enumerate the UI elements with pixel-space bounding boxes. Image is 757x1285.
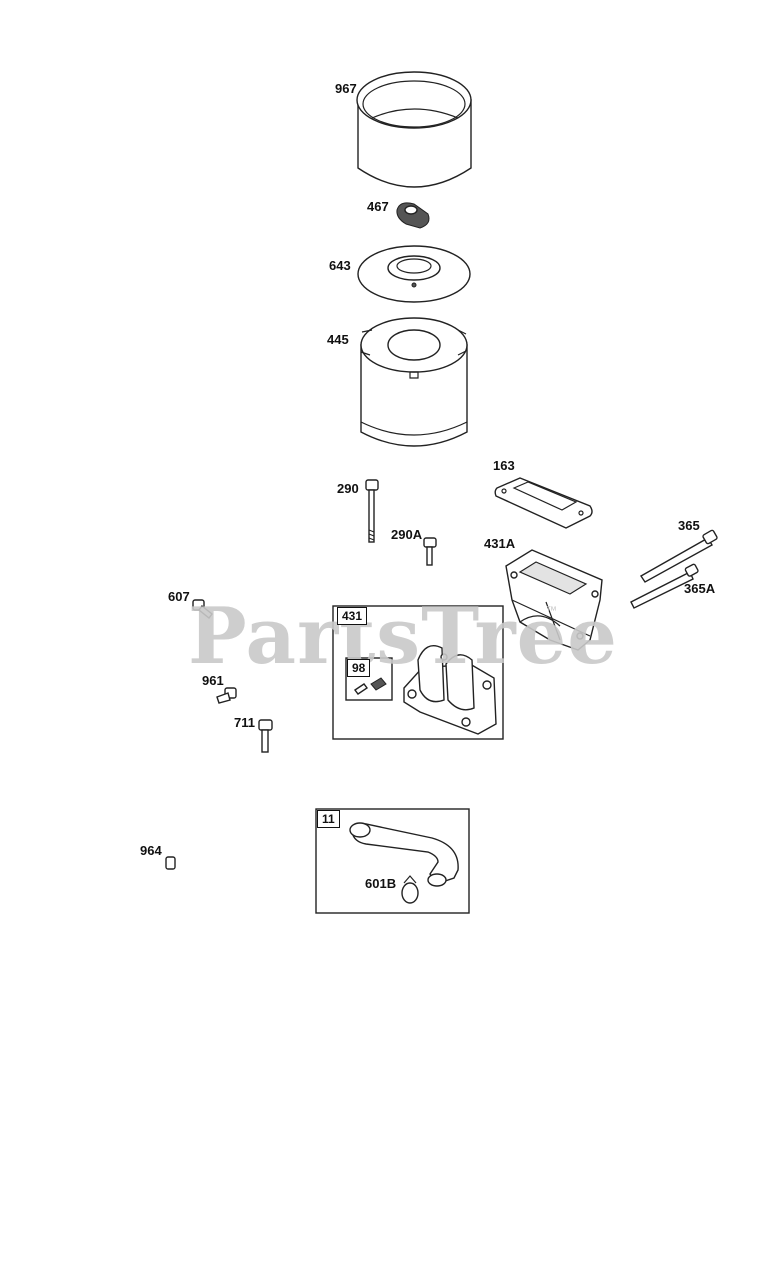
kit-label-11[interactable]: 11 [317, 810, 340, 828]
part-643-plate[interactable] [357, 245, 471, 303]
kit-label-431[interactable]: 431 [337, 607, 368, 625]
watermark: PartsTree [188, 591, 618, 682]
part-431-manifold[interactable] [403, 645, 497, 735]
part-290A-bolt[interactable] [423, 537, 437, 566]
part-967-cover[interactable] [356, 71, 472, 188]
part-711-bolt[interactable] [258, 719, 273, 753]
label-290[interactable]: 290 [337, 481, 359, 496]
part-163-gasket[interactable] [494, 477, 593, 529]
part-11-tube[interactable] [349, 822, 459, 887]
kit-98-box [345, 657, 393, 701]
part-961-screw[interactable] [216, 687, 237, 704]
label-365A[interactable]: 365A [684, 581, 716, 596]
part-365-stud[interactable] [640, 529, 718, 583]
label-431A[interactable]: 431A [484, 536, 516, 551]
label-964[interactable]: 964 [140, 843, 162, 858]
part-431A-adapter[interactable] [505, 549, 603, 651]
label-445[interactable]: 445 [327, 332, 349, 347]
label-967[interactable]: 967 [335, 81, 357, 96]
part-445-filter[interactable] [360, 317, 468, 447]
part-601B-clamp[interactable] [401, 875, 419, 904]
label-711[interactable]: 711 [234, 715, 255, 730]
part-290-bolt[interactable] [365, 479, 379, 543]
label-607[interactable]: 607 [168, 589, 190, 604]
part-964-plug[interactable] [165, 856, 176, 870]
label-163[interactable]: 163 [493, 458, 515, 473]
label-467[interactable]: 467 [367, 199, 389, 214]
part-365A-stud[interactable] [630, 563, 699, 609]
part-98-fittings[interactable] [353, 677, 387, 695]
kit-431-box [332, 605, 504, 740]
kit-11-box [315, 808, 470, 914]
kit-label-98[interactable]: 98 [347, 659, 371, 677]
label-365[interactable]: 365 [678, 518, 700, 533]
part-467-knob[interactable] [396, 202, 430, 229]
label-290A[interactable]: 290A [391, 527, 423, 542]
part-607-screw[interactable] [192, 599, 213, 619]
label-961[interactable]: 961 [202, 673, 224, 688]
watermark-trademark: ™ [546, 605, 557, 617]
label-643[interactable]: 643 [329, 258, 351, 273]
label-601B[interactable]: 601B [365, 876, 397, 891]
